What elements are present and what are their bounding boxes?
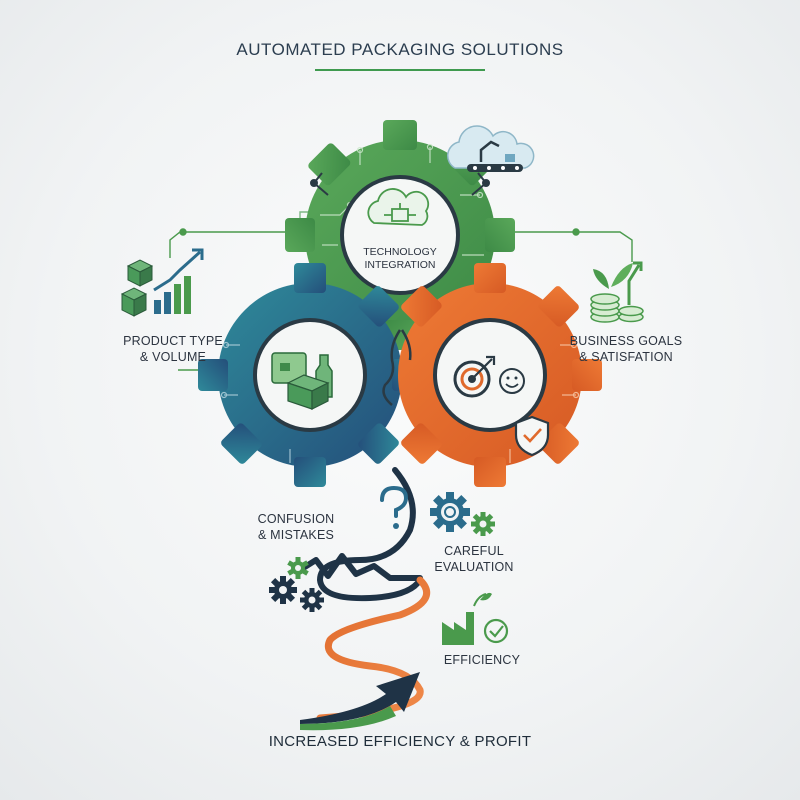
gear-target-icon — [430, 492, 495, 536]
growth-arrow — [300, 672, 420, 731]
growth-chart-icon — [120, 248, 204, 317]
gear-center-line1: TECHNOLOGY — [363, 246, 437, 258]
product-packaging-icon — [271, 352, 333, 410]
footer-caption: INCREASED EFFICIENCY & PROFIT — [268, 733, 532, 750]
cloud-factory-icon — [447, 125, 535, 172]
page-title: AUTOMATED PACKAGING SOLUTIONS — [236, 40, 564, 59]
title-underline — [315, 69, 485, 71]
confusion-label: CONFUSION & MISTAKES — [257, 512, 335, 542]
question-mark-icon — [380, 485, 409, 529]
efficiency-label: EFFICIENCY — [443, 653, 521, 667]
gear-business-goals — [398, 263, 602, 487]
gear-product — [198, 263, 422, 487]
business-goals-label: BUSINESS GOALS & SATISFATION — [569, 334, 683, 364]
target-icon — [453, 355, 496, 398]
cloud-circuit-icon — [367, 188, 430, 226]
product-type-label: PRODUCT TYPE & VOLUME — [123, 334, 223, 364]
robot-arm-icon — [310, 172, 490, 196]
spiral-connector — [382, 329, 412, 406]
smiley-icon — [499, 368, 525, 394]
careful-evaluation-label: CAREFUL EVALUATION — [434, 544, 514, 574]
small-gears-left-icon — [269, 557, 324, 612]
gear-center-line2: INTEGRATION — [365, 259, 436, 271]
shield-check-icon — [514, 415, 550, 457]
journey-path — [297, 467, 431, 722]
coins-plant-icon — [590, 261, 644, 323]
factory-check-icon — [442, 592, 509, 645]
